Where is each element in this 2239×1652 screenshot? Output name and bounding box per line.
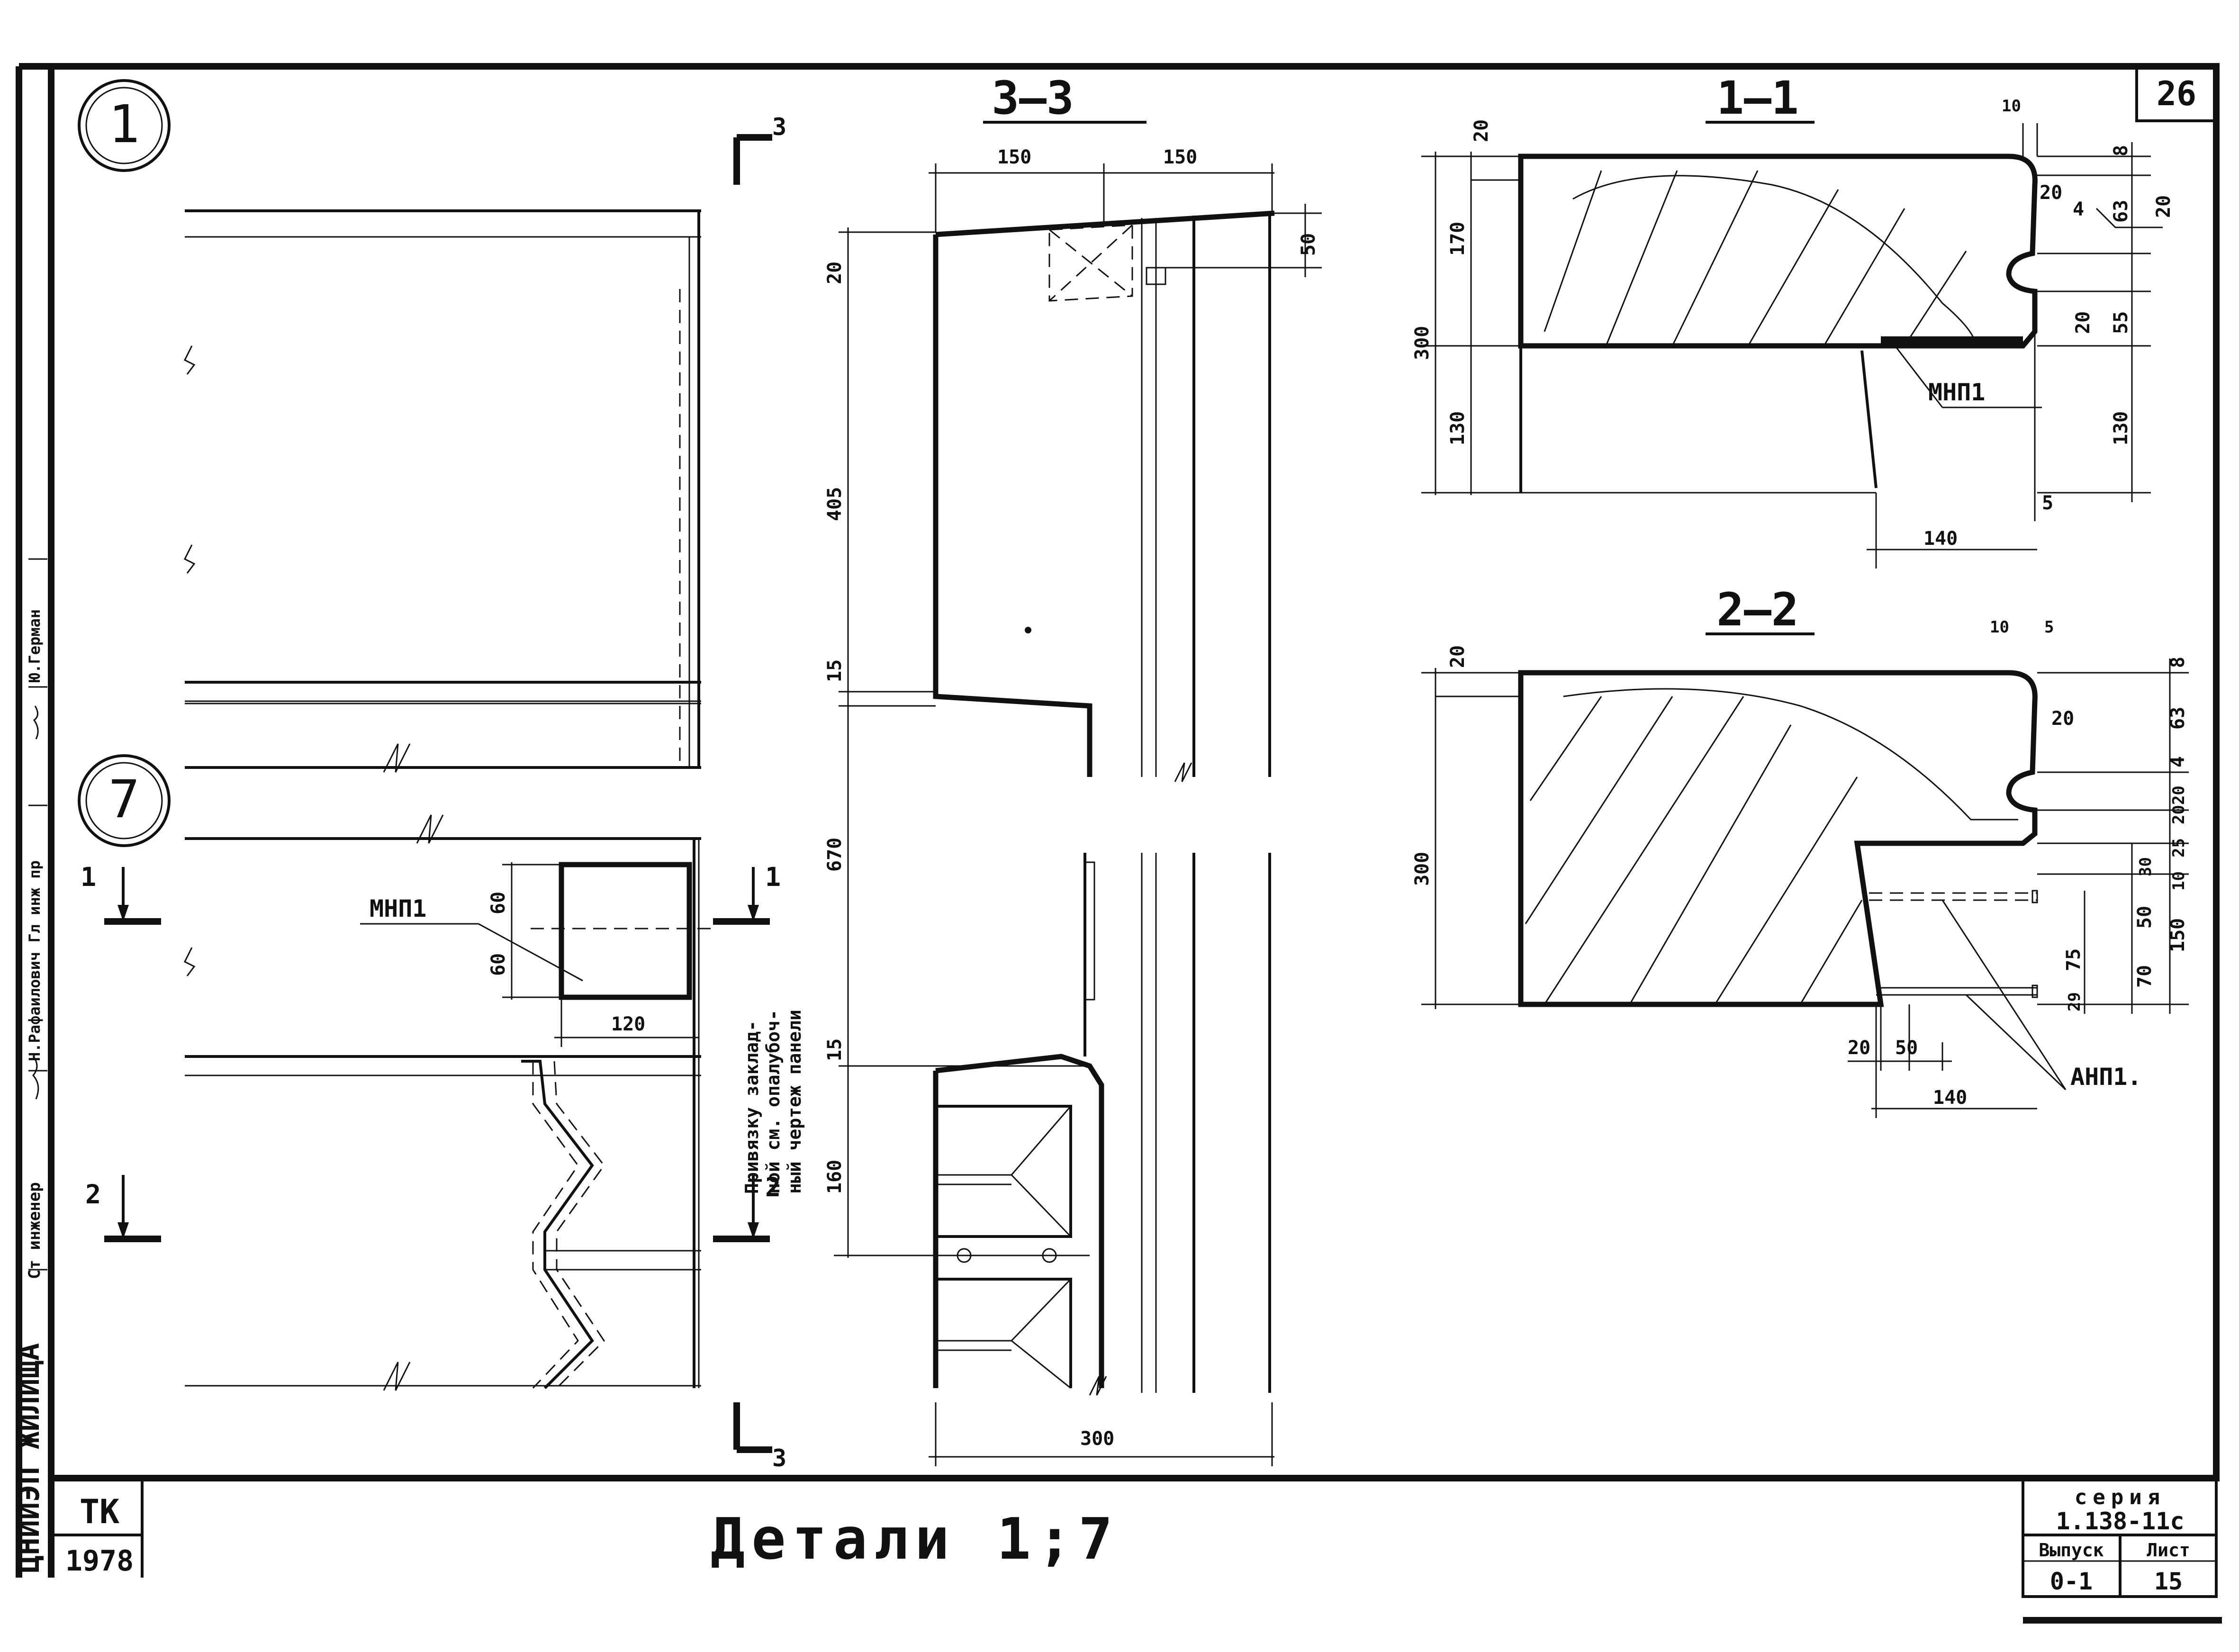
s2-dim-10b: 10	[2169, 871, 2188, 891]
dim-405: 405	[824, 487, 846, 521]
s2-dim-29: 29	[2065, 992, 2084, 1011]
cut-mark-2-left: 2	[85, 1179, 101, 1210]
s1-dim-10: 10	[2002, 97, 2021, 116]
s2-dim-300: 300	[1411, 852, 1433, 886]
dim-120: 120	[611, 1013, 645, 1035]
s2-dim-8: 8	[2167, 657, 2189, 668]
label-mnp1-section: МНП1	[1928, 379, 1985, 406]
series-number: 1.138-11с	[2056, 1508, 2185, 1535]
sheet-title: Детали 1;7	[711, 1507, 1119, 1572]
dim-160: 160	[824, 1160, 846, 1194]
cut-marks-1-2: 1 1 2 2	[81, 862, 781, 1242]
s1-dim-140: 140	[1923, 528, 1958, 550]
section-3-3-title: 3—3	[992, 72, 1074, 125]
year: 1978	[65, 1544, 134, 1578]
label-anp1: АНП1.	[2070, 1063, 2142, 1091]
tk-mark: ТК	[80, 1492, 119, 1531]
cut-mark-1-right: 1	[765, 862, 781, 892]
callout-1-number: 1	[108, 94, 140, 154]
issue-value: 0-1	[2050, 1568, 2093, 1595]
note-line-2: ной см. опалубоч-	[763, 1010, 784, 1194]
s1-dim-20b: 20	[2040, 182, 2062, 204]
s2-dim-50: 50	[2134, 906, 2156, 929]
cut-mark-3-bottom-label: 3	[772, 1444, 786, 1472]
s1-dim-63: 63	[2110, 200, 2132, 223]
s2-dim-20: 20	[2051, 708, 2074, 730]
callout-7-number: 7	[108, 769, 140, 830]
dim-50: 50	[1298, 233, 1319, 256]
section-1-1-title: 1—1	[1716, 72, 1798, 125]
s1-dim-170: 170	[1447, 222, 1469, 256]
s2-dim-2020: 2020	[2169, 785, 2188, 824]
embed-note: Привязку заклад- ной см. опалубоч- ный ч…	[741, 1010, 805, 1194]
signature-role-2: Н.Рафаилович Гл инж пр	[26, 860, 44, 1061]
sheet-value: 15	[2154, 1568, 2183, 1595]
dim-15-upper: 15	[824, 659, 846, 682]
cut-mark-2-right: 2	[765, 1172, 781, 1202]
signature-role-3: Ю.Герман	[26, 609, 44, 682]
s2-dim-30: 30	[2136, 857, 2155, 876]
s2-dim-150: 150	[2167, 918, 2189, 952]
section-3-3: 3—3 150 150 50 20 405 15	[824, 72, 1322, 1466]
section-1-1: 1—1 МНП1 140 20 170 300 130 10	[1411, 72, 2175, 569]
series-label: серия	[2075, 1485, 2166, 1509]
cut-mark-3-bottom: 3	[733, 1402, 786, 1472]
dim-670: 670	[824, 838, 846, 872]
signature-role-1: Ст инженер	[25, 1182, 44, 1279]
detail-callout-1: 1	[78, 79, 171, 172]
s2-dim-50b: 50	[1895, 1037, 1918, 1059]
s2-dim-140: 140	[1933, 1087, 1967, 1109]
dim-150-right: 150	[1163, 146, 1197, 168]
org-name: ЦНИИЭП ЖИЛИЩА	[11, 1343, 46, 1573]
s1-dim-300: 300	[1411, 326, 1433, 360]
sheet-label: Лист	[2147, 1540, 2190, 1561]
dim-15-lower: 15	[824, 1038, 846, 1061]
issue-label: Выпуск	[2039, 1540, 2104, 1561]
s1-dim-130: 130	[1447, 411, 1469, 445]
sheet-number: 26	[2157, 74, 2196, 113]
s1-dim-4: 4	[2073, 199, 2084, 220]
s1-dim-20d: 20	[2072, 311, 2094, 334]
section-2-2: 2—2 АНП1. 20 300 10 5 8 63	[1411, 583, 2189, 1118]
s2-dim-5: 5	[2044, 618, 2054, 637]
s1-dim-130b: 130	[2110, 411, 2132, 445]
s2-dim-75: 75	[2063, 948, 2085, 971]
dim-60-lower: 60	[488, 953, 509, 976]
s1-dim-20c: 20	[2153, 195, 2175, 218]
s1-dim-55: 55	[2110, 311, 2132, 334]
dim-300-bottom: 300	[1080, 1428, 1114, 1450]
s2-dim-10: 10	[1990, 618, 2009, 637]
s2-dim-20b: 20	[1848, 1037, 1870, 1059]
dim-20-left: 20	[824, 262, 846, 284]
detail-callout-7: 7	[78, 754, 171, 847]
note-line-3: ный чертеж панели	[784, 1010, 805, 1194]
title-block: ТК 1978 Детали 1;7 серия 1.138-11с Выпус…	[51, 1475, 2218, 1598]
cut-mark-1-left: 1	[81, 862, 96, 892]
sheet-number-box: 26	[2135, 65, 2218, 122]
s2-dim-25: 25	[2169, 838, 2188, 858]
s1-dim-8: 8	[2110, 145, 2132, 156]
s2-dim-20: 20	[1447, 645, 1469, 668]
note-line-1: Привязку заклад-	[741, 1020, 762, 1194]
s1-dim-20: 20	[1471, 119, 1492, 142]
dim-60-upper: 60	[488, 892, 509, 914]
s2-dim-63: 63	[2167, 707, 2189, 730]
left-strip: ЦНИИЭП ЖИЛИЩА Ст инженер Н.Рафаилович Гл…	[11, 558, 47, 1573]
detail-1-elevation	[183, 209, 701, 773]
section-2-2-title: 2—2	[1716, 583, 1798, 636]
s1-dim-5: 5	[2042, 492, 2053, 514]
label-mnp1-left: МНП1	[370, 895, 426, 922]
dim-150-left: 150	[997, 146, 1031, 168]
detail-7-elevation: 60 60 120 МНП1	[183, 814, 711, 1391]
s2-dim-4: 4	[2167, 756, 2189, 767]
s2-dim-70: 70	[2134, 965, 2156, 988]
cut-mark-3-top: 3	[733, 113, 786, 185]
cut-mark-3-top-label: 3	[772, 113, 786, 141]
